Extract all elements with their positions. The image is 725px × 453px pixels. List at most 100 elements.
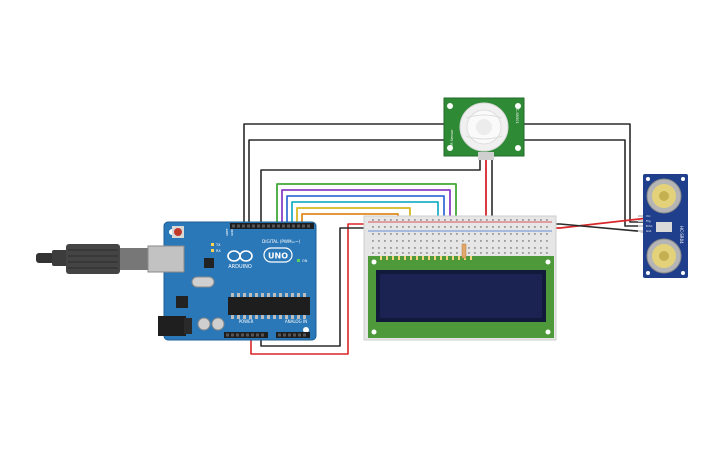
- breadboard-hole: [480, 219, 482, 221]
- capacitor: [197, 317, 211, 331]
- breadboard-hole: [528, 247, 530, 249]
- breadboard-hole: [516, 219, 518, 221]
- breadboard-hole: [438, 226, 440, 228]
- wire-pir-sonar-1[interactable]: [523, 123, 649, 223]
- breadboard-hole: [444, 240, 446, 242]
- breadboard-hole: [414, 219, 416, 221]
- breadboard-hole: [468, 252, 470, 254]
- mount-hole: [515, 145, 521, 151]
- breadboard-hole: [510, 240, 512, 242]
- wire-pir-sonar-2[interactable]: [523, 139, 649, 227]
- breadboard-hole: [540, 252, 542, 254]
- breadboard-hole: [384, 219, 386, 221]
- breadboard-hole: [420, 247, 422, 249]
- mount-hole: [646, 271, 650, 275]
- breadboard-hole: [426, 252, 428, 254]
- breadboard-hole: [372, 226, 374, 228]
- breadboard-hole: [474, 233, 476, 235]
- breadboard-hole: [396, 247, 398, 249]
- breadboard-hole: [534, 247, 536, 249]
- transducer-bottom: [646, 238, 682, 274]
- mount-hole: [646, 177, 650, 181]
- breadboard-hole: [546, 252, 548, 254]
- breadboard-hole: [504, 252, 506, 254]
- pir-pins: [478, 152, 494, 160]
- reset-button-icon[interactable]: [172, 226, 184, 238]
- power-header[interactable]: [224, 332, 268, 338]
- breadboard-hole: [522, 247, 524, 249]
- wire-pir-gnd[interactable]: [243, 123, 445, 229]
- breadboard-hole: [390, 247, 392, 249]
- breadboard-hole: [540, 247, 542, 249]
- breadboard-hole: [456, 240, 458, 242]
- lcd-display[interactable]: [368, 256, 554, 338]
- pir-sensor[interactable]: HC-SR501 PIR Sensor: [443, 97, 525, 160]
- breadboard-hole: [468, 219, 470, 221]
- breadboard-hole: [402, 226, 404, 228]
- breadboard-hole: [504, 240, 506, 242]
- mount-hole: [545, 329, 551, 335]
- breadboard-hole: [432, 219, 434, 221]
- breadboard-hole: [522, 226, 524, 228]
- breadboard-hole: [474, 240, 476, 242]
- wire-sonar-echo[interactable]: [260, 159, 481, 229]
- tx-led: [211, 243, 214, 246]
- breadboard-hole: [384, 247, 386, 249]
- crystal: [191, 276, 215, 288]
- arduino-board[interactable]: ARDUINO UNO TX RX ON DIGITAL (PWM=~) ARE…: [147, 221, 317, 341]
- transducer-top: [646, 178, 682, 214]
- wire-5v[interactable]: [250, 223, 365, 355]
- breadboard-hole: [408, 233, 410, 235]
- breadboard-hole: [522, 219, 524, 221]
- mount-hole: [303, 327, 309, 333]
- breadboard-hole: [504, 233, 506, 235]
- breadboard-hole: [516, 247, 518, 249]
- mount-hole: [447, 103, 453, 109]
- mount-hole: [681, 271, 685, 275]
- uno-badge: UNO: [263, 247, 293, 263]
- breadboard-hole: [540, 240, 542, 242]
- breadboard-hole: [456, 226, 458, 228]
- digital-header[interactable]: [230, 223, 314, 229]
- breadboard-hole: [498, 233, 500, 235]
- breadboard-hole: [534, 233, 536, 235]
- breadboard-hole: [486, 226, 488, 228]
- breadboard-hole: [492, 226, 494, 228]
- digital-header-label: DIGITAL (PWM=~): [262, 239, 301, 244]
- breadboard-hole: [426, 219, 428, 221]
- breadboard-hole: [498, 226, 500, 228]
- breadboard-hole: [426, 240, 428, 242]
- breadboard-hole: [414, 252, 416, 254]
- resistor[interactable]: [461, 243, 467, 259]
- breadboard-hole: [468, 247, 470, 249]
- sonar-pin-trig: Trig: [646, 219, 651, 223]
- breadboard-hole: [432, 247, 434, 249]
- mount-hole: [545, 259, 551, 265]
- breadboard-hole: [486, 247, 488, 249]
- breadboard-hole: [456, 252, 458, 254]
- breadboard-hole: [534, 240, 536, 242]
- analog-header[interactable]: [276, 332, 310, 338]
- breadboard-hole: [462, 240, 464, 242]
- sonar-pin-vcc: Vcc: [646, 214, 651, 218]
- breadboard-hole: [498, 252, 500, 254]
- breadboard-hole: [444, 226, 446, 228]
- breadboard-hole: [528, 226, 530, 228]
- breadboard-hole: [450, 240, 452, 242]
- breadboard-hole: [546, 240, 548, 242]
- breadboard-hole: [384, 240, 386, 242]
- breadboard-hole: [438, 252, 440, 254]
- breadboard-hole: [420, 233, 422, 235]
- breadboard-hole: [372, 240, 374, 242]
- wire-pir-out[interactable]: [248, 139, 445, 229]
- breadboard-hole: [408, 240, 410, 242]
- breadboard-hole: [492, 247, 494, 249]
- ultrasonic-sensor[interactable]: HC-SR04 Vcc Trig Echo Gnd: [638, 174, 688, 278]
- breadboard-hole: [408, 252, 410, 254]
- wire-gnd[interactable]: [260, 227, 365, 347]
- breadboard-hole: [438, 219, 440, 221]
- breadboard-hole: [504, 247, 506, 249]
- breadboard-hole: [492, 240, 494, 242]
- breadboard-hole: [468, 226, 470, 228]
- breadboard-hole: [546, 233, 548, 235]
